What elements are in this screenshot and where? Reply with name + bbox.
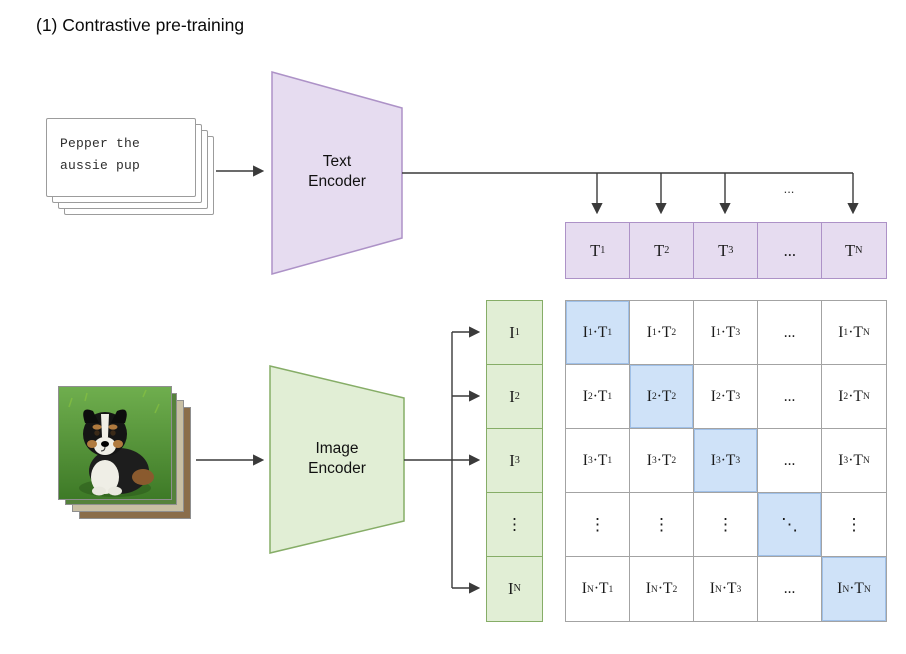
puppy — [83, 409, 154, 496]
image-embedding-cell: ⋮ — [486, 492, 543, 558]
matrix-cell: ⋮ — [566, 493, 630, 557]
text-input-caption: Pepper the aussie pup — [60, 136, 141, 174]
bus-ellipsis: ... — [783, 181, 795, 196]
matrix-cell: ⋮ — [630, 493, 694, 557]
matrix-cell: ... — [758, 557, 822, 621]
matrix-cell: ... — [758, 301, 822, 365]
diagram-title: (1) Contrastive pre-training — [36, 15, 245, 35]
text-encoder-label: Text Encoder — [308, 153, 366, 190]
puppy-photo — [58, 386, 172, 500]
matrix-cell: ⋮ — [822, 493, 886, 557]
matrix-cell: ⋮ — [694, 493, 758, 557]
image-encoder-label: Image Encoder — [308, 440, 366, 477]
matrix-cell: ... — [758, 429, 822, 493]
matrix-cell: ... — [758, 365, 822, 429]
text-input-card: Pepper the aussie pup — [46, 118, 196, 197]
text-embedding-cell: ... — [757, 222, 823, 279]
matrix-cell: ⋱ — [758, 493, 822, 557]
